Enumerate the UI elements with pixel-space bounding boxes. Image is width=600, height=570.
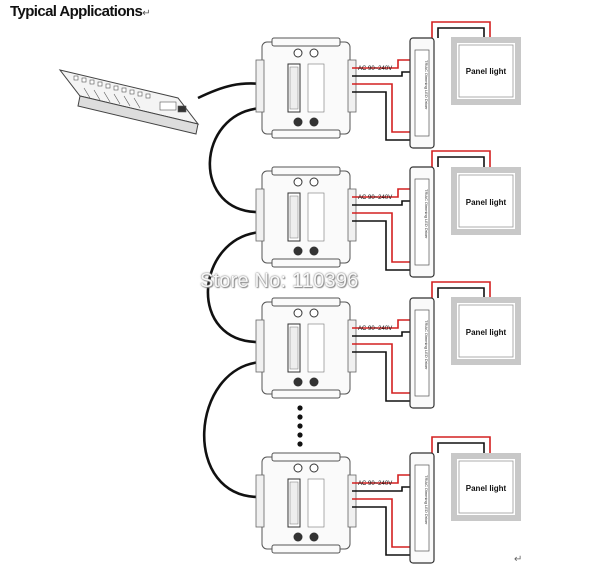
end-mark: ↵ — [514, 554, 523, 565]
led-driver-4 — [409, 452, 435, 564]
dmx-console — [58, 69, 200, 135]
panel-light-1: Panel light — [451, 37, 521, 105]
driver-label-4: TRIAC Dimming LED Driver — [424, 475, 429, 525]
page-title: Typical Applications↵ — [10, 3, 151, 20]
panel-label-2: Panel light — [466, 198, 507, 207]
dmx-daisy-chain-wires — [197, 82, 263, 499]
driver-label-3: TRIAC Dimming LED Driver — [424, 320, 429, 370]
ac-label-3: AC 90~240V — [358, 326, 392, 332]
panel-light-4: Panel light — [451, 453, 521, 521]
row-2-wires — [352, 150, 491, 271]
panel-label-4: Panel light — [466, 484, 507, 493]
ac-label-1: AC 90~240V — [358, 66, 392, 72]
led-driver-3 — [409, 297, 435, 409]
panel-label-1: Panel light — [466, 67, 507, 76]
dmx-decoder-3 — [255, 297, 357, 399]
row-3-wires — [352, 281, 491, 402]
led-driver-1 — [409, 37, 435, 149]
ac-label-2: AC 90~240V — [358, 195, 392, 201]
row-4-wires — [352, 436, 491, 556]
dmx-decoder-1 — [255, 37, 357, 139]
driver-label-1: TRIAC Dimming LED Driver — [424, 60, 429, 110]
driver-label-2: TRIAC Dimming LED Driver — [424, 189, 429, 239]
panel-light-3: Panel light — [451, 297, 521, 365]
dmx-decoder-2 — [255, 166, 357, 268]
led-driver-2 — [409, 166, 435, 278]
store-watermark: Store No: 110396 — [200, 270, 359, 292]
panel-light-2: Panel light — [451, 167, 521, 235]
dmx-decoder-4 — [255, 452, 357, 554]
ac-label-4: AC 90~240V — [358, 481, 392, 487]
row-1-wires — [352, 21, 491, 141]
continuation-dots — [297, 405, 303, 447]
panel-label-3: Panel light — [466, 328, 507, 337]
return-mark: ↵ — [142, 8, 150, 19]
